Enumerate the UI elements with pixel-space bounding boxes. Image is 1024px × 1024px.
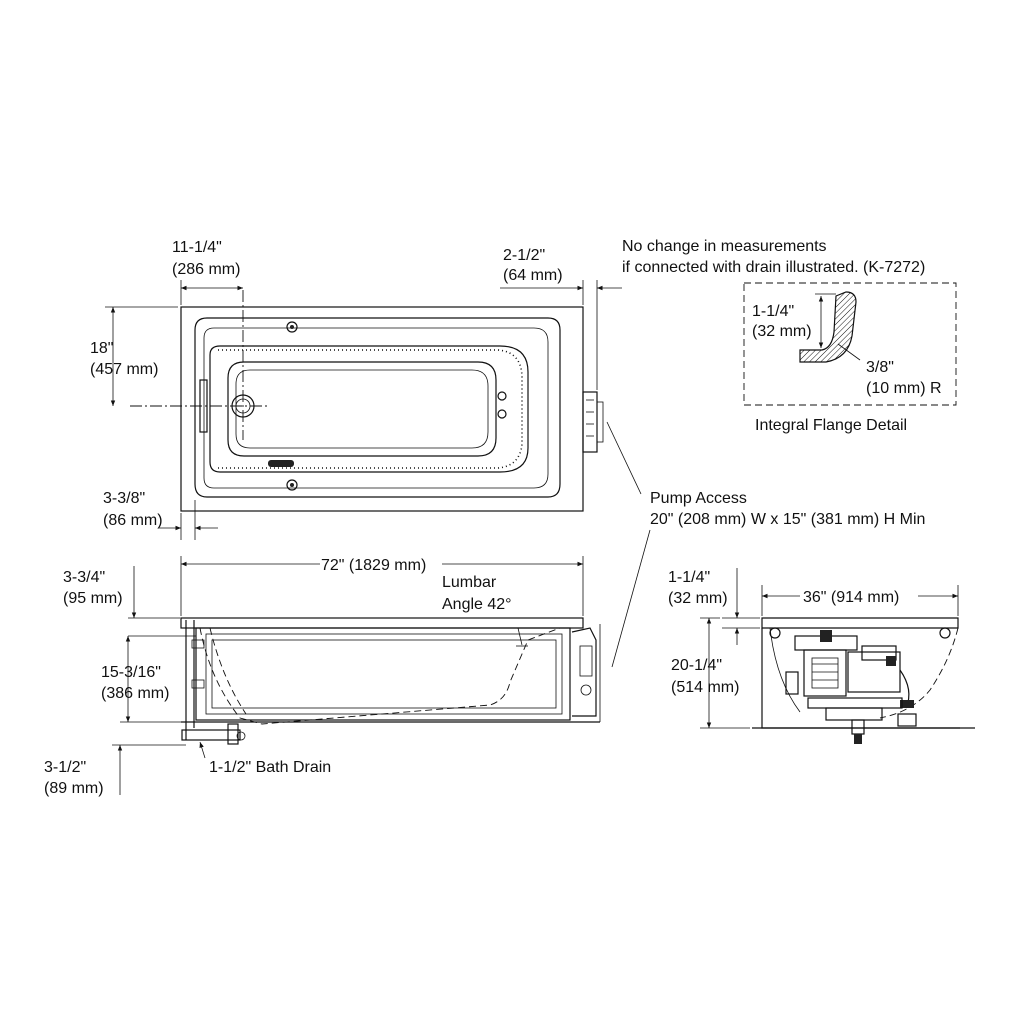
flange-detail-radius-inches: 3/8"	[866, 359, 894, 376]
pump-access-line2: 20" (208 mm) W x 15" (381 mm) H Min	[650, 511, 925, 528]
dim-tub-length-label: 72" (1829 mm)	[321, 557, 426, 574]
dim-drain-offset: 11-1/4" (286 mm)	[172, 239, 243, 305]
flange-detail-height-mm: (32 mm)	[752, 323, 812, 340]
dim-flange: 2-1/2" (64 mm)	[500, 247, 622, 390]
bath-drain-callout: 1-1/2" Bath Drain	[199, 741, 331, 776]
dim-side-rim-inches: 1-1/4"	[668, 569, 710, 586]
dim-tub-length: 72" (1829 mm)	[180, 556, 584, 616]
dim-drain-below-mm: (89 mm)	[44, 780, 104, 797]
dim-side-rim-mm: (32 mm)	[668, 590, 728, 607]
dim-drain-below: 3-1/2" (89 mm)	[44, 744, 186, 797]
dim-drain-offset-inches: 11-1/4"	[172, 239, 222, 256]
dim-rim-edge: 3-3/8" (86 mm)	[103, 490, 218, 540]
dim-side-rim: 1-1/4" (32 mm)	[668, 568, 760, 645]
dim-drain-height: 18" (457 mm)	[90, 306, 178, 406]
dim-drain-offset-mm: (286 mm)	[172, 261, 240, 278]
dim-tub-width-label: 36" (914 mm)	[803, 589, 899, 606]
flange-detail: 1-1/4" (32 mm) 3/8" (10 mm) R Integral F…	[743, 282, 957, 434]
dim-drain-below-inches: 3-1/2"	[44, 759, 86, 776]
dim-tub-width: 36" (914 mm)	[761, 585, 959, 616]
dim-front-rim: 3-3/4" (95 mm)	[63, 566, 196, 637]
lumbar-callout: Lumbar Angle 42°	[442, 574, 512, 613]
flange-note-line1: No change in measurements	[622, 238, 827, 255]
flange-note-line2: if connected with drain illustrated. (K-…	[622, 259, 925, 276]
front-elevation	[180, 617, 601, 745]
dim-drain-height-mm: (457 mm)	[90, 361, 158, 378]
dim-flange-inches: 2-1/2"	[503, 247, 545, 264]
bath-drain-label: 1-1/2" Bath Drain	[209, 759, 331, 776]
flange-note: No change in measurements if connected w…	[622, 238, 925, 276]
flange-detail-radius-mm: (10 mm) R	[866, 380, 942, 397]
lumbar-line2: Angle 42°	[442, 596, 512, 613]
dim-rim-edge-inches: 3-3/8"	[103, 490, 145, 507]
dim-rim-edge-mm: (86 mm)	[103, 512, 163, 529]
flange-detail-caption: Integral Flange Detail	[755, 417, 907, 434]
pump-access-line1: Pump Access	[650, 490, 747, 507]
dim-drain-height-inches: 18"	[90, 340, 113, 357]
dim-flange-mm: (64 mm)	[503, 267, 563, 284]
pump-access-callout: Pump Access 20" (208 mm) W x 15" (381 mm…	[606, 421, 925, 668]
dim-side-height-inches: 20-1/4"	[671, 657, 722, 674]
pump-assembly	[769, 627, 951, 744]
lumbar-line1: Lumbar	[442, 574, 497, 591]
flange-detail-height-inches: 1-1/4"	[752, 303, 794, 320]
dim-front-rim-mm: (95 mm)	[63, 590, 123, 607]
dim-bath-depth-inches: 15-3/16"	[101, 664, 161, 681]
side-elevation	[752, 617, 975, 744]
dim-side-height-mm: (514 mm)	[671, 679, 739, 696]
dim-bath-depth: 15-3/16" (386 mm)	[101, 636, 200, 723]
dim-side-height: 20-1/4" (514 mm)	[671, 617, 750, 729]
plan-view	[130, 290, 604, 512]
dim-front-rim-inches: 3-3/4"	[63, 569, 105, 586]
dim-bath-depth-mm: (386 mm)	[101, 685, 169, 702]
